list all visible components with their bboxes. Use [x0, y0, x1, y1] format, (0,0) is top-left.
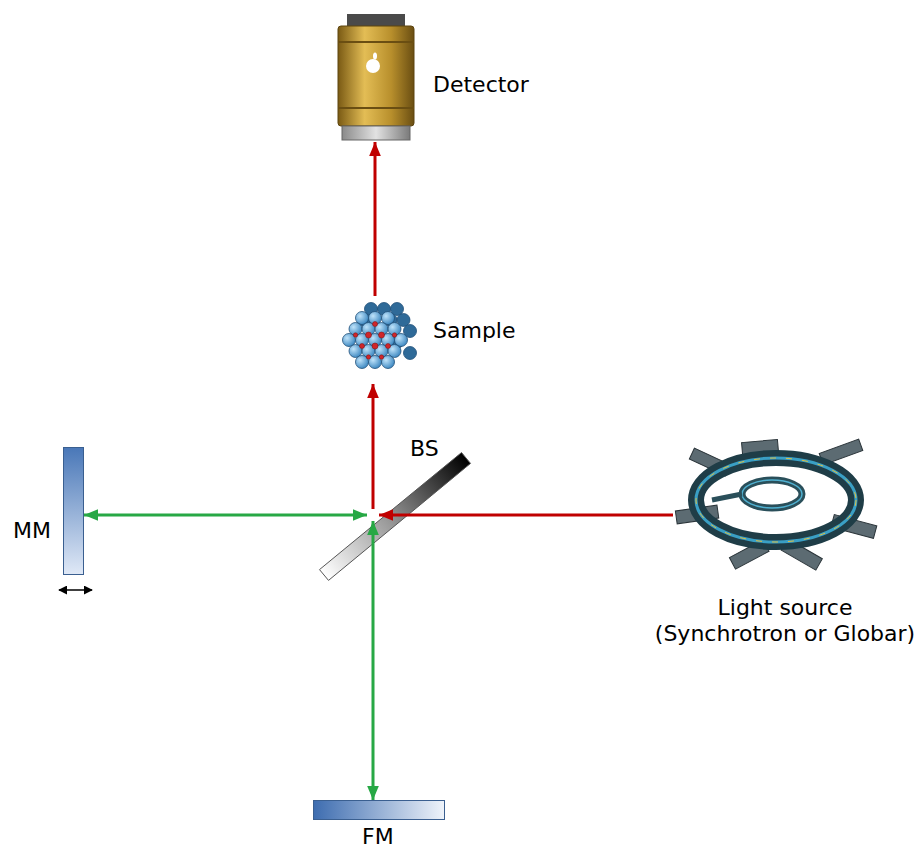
sample-picture — [379, 332, 385, 338]
sample-picture — [366, 355, 370, 359]
sample-picture — [379, 355, 383, 359]
sample-picture — [353, 322, 396, 360]
light-beam — [379, 514, 673, 517]
synchrotron-picture — [712, 494, 742, 500]
sample-picture — [386, 344, 391, 349]
synchrotron-picture — [742, 480, 802, 508]
sample-picture — [353, 333, 357, 337]
light-source-node: Light source (Synchrotron or Globar) — [673, 437, 880, 568]
detector-picture — [366, 59, 380, 73]
moving-mirror: MM — [63, 447, 84, 575]
travel-arrow — [59, 589, 92, 591]
sample-picture — [358, 303, 417, 360]
detector-picture — [347, 14, 405, 26]
beamsplitter-node: BS — [367, 509, 379, 521]
detector-picture — [338, 107, 414, 109]
sample-picture — [343, 312, 408, 369]
synchrotron-picture — [742, 480, 802, 508]
sample-node: Sample — [328, 296, 422, 384]
fixed-mirror: FM — [313, 800, 445, 820]
sample-picture — [360, 344, 365, 349]
detector-node: Detector — [335, 14, 415, 142]
synchrotron-picture — [675, 439, 876, 570]
synchrotron-picture — [675, 439, 876, 570]
node-label: BS — [410, 436, 439, 462]
interferometer-arm — [372, 521, 375, 800]
light-beam — [374, 142, 377, 296]
node-label: FM — [362, 824, 394, 850]
node-label: MM — [13, 518, 51, 544]
detector-picture — [373, 53, 377, 60]
node-label: Light source (Synchrotron or Globar) — [652, 595, 918, 648]
light-beam — [372, 384, 375, 509]
detector-picture — [338, 14, 414, 140]
node-label: Detector — [433, 72, 529, 98]
detector-picture — [338, 26, 414, 126]
detector-picture — [342, 126, 410, 140]
node-label: Sample — [433, 318, 516, 344]
sample-picture — [373, 322, 378, 327]
synchrotron-picture — [696, 458, 856, 542]
sample-picture — [404, 347, 417, 360]
synchrotron-picture — [696, 458, 856, 542]
sample-picture — [372, 343, 378, 349]
synchrotron-picture — [696, 458, 856, 542]
detector-picture — [338, 41, 414, 43]
interferometer-arm — [84, 514, 367, 517]
sample-picture — [366, 332, 372, 338]
sample-picture — [392, 333, 396, 337]
